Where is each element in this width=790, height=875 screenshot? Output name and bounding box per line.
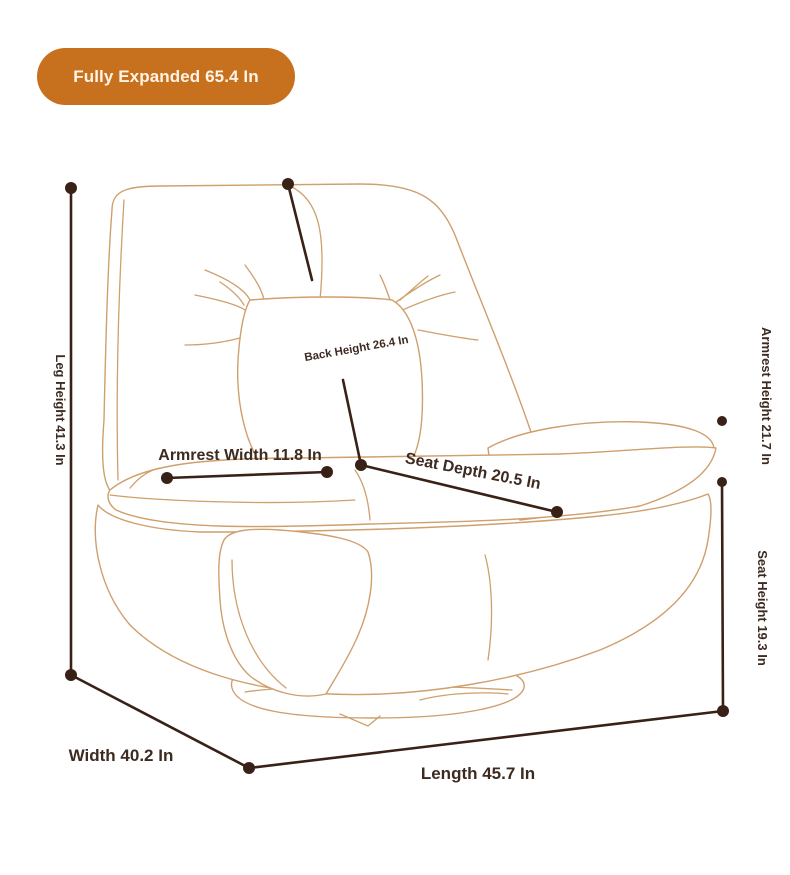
- lumbar-cushion: [237, 296, 424, 467]
- armrest-width-label: Armrest Width 11.8 In: [158, 447, 321, 464]
- seat-height-top-dot: [717, 477, 727, 487]
- seat-depth-start-dot: [355, 459, 367, 471]
- back-height-top-dot: [282, 178, 294, 190]
- armrest-width-line: [165, 470, 329, 480]
- seat-height-line: [720, 480, 725, 713]
- width-label: Width 40.2 In: [69, 746, 174, 765]
- length-label: Length 45.7 In: [421, 764, 535, 783]
- width-corner-dot: [243, 762, 255, 774]
- leg-height-label: Leg Height 41.3 In: [53, 354, 68, 465]
- seat-cushion: [107, 446, 717, 528]
- width-line: [69, 673, 251, 770]
- fully-expanded-badge: Fully Expanded 65.4 In: [37, 48, 295, 105]
- length-line: [247, 709, 725, 770]
- armrest-width-end-dot: [321, 466, 333, 478]
- back-height-line-top: [286, 182, 314, 282]
- seat-depth-end-dot: [551, 506, 563, 518]
- leg-height-top-dot: [65, 182, 77, 194]
- armrest-height-label: Armrest Height 21.7 In: [759, 327, 774, 465]
- armrest-height-dot: [717, 416, 727, 426]
- seat-depth-line: [359, 463, 559, 514]
- length-corner-dot: [717, 705, 729, 717]
- recliner-chair-illustration: [94, 183, 717, 727]
- dimension-lines: [65, 178, 729, 774]
- armrest-width-start-dot: [161, 472, 173, 484]
- seat-height-label: Seat Height 19.3 In: [755, 550, 770, 666]
- leg-height-bottom-dot: [65, 669, 77, 681]
- back-height-line-bottom: [341, 378, 363, 467]
